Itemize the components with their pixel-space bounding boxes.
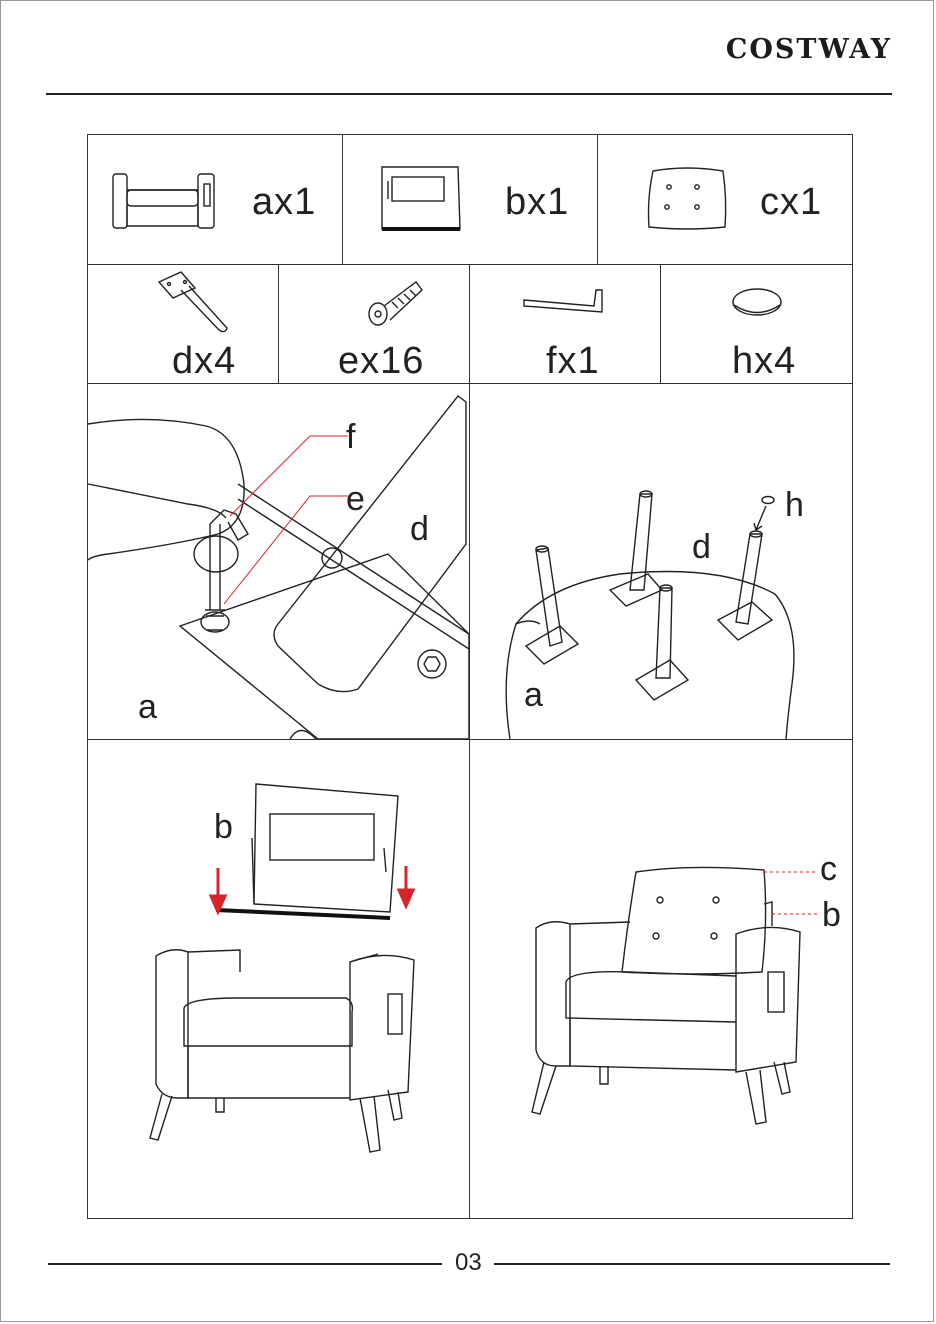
step3-illustration xyxy=(88,740,469,1218)
step4-label-c: c xyxy=(820,850,837,889)
step2-label-d: d xyxy=(692,528,711,567)
part-label-f: fx1 xyxy=(546,340,600,383)
foot-pad-icon xyxy=(730,286,784,320)
seat-frame-icon xyxy=(110,168,220,232)
part-label-e: ex16 xyxy=(338,340,424,383)
step1-label-d: d xyxy=(410,510,429,549)
part-label-a: ax1 xyxy=(252,181,316,224)
step3-label-b: b xyxy=(214,808,233,847)
footer-rule-right xyxy=(494,1263,890,1265)
part-label-h: hx4 xyxy=(732,340,796,383)
bolt-icon xyxy=(366,276,426,328)
leg-icon xyxy=(155,270,233,336)
part-label-c: cx1 xyxy=(760,181,822,224)
allen-key-icon xyxy=(522,286,608,316)
step2-label-a: a xyxy=(524,676,543,715)
header-rule xyxy=(46,93,892,95)
brand-logo: COSTWAY xyxy=(726,34,892,65)
step4-illustration xyxy=(470,740,852,1218)
step1-label-f: f xyxy=(346,418,355,457)
part-label-b: bx1 xyxy=(505,181,569,224)
step4-label-b: b xyxy=(822,896,841,935)
footer-rule-left xyxy=(48,1263,442,1265)
page-number: 03 xyxy=(455,1249,482,1277)
step1-label-e: e xyxy=(346,480,365,519)
step1-illustration xyxy=(88,384,469,739)
step2-label-h: h xyxy=(785,486,804,525)
step1-label-a: a xyxy=(138,688,157,727)
part-label-d: dx4 xyxy=(172,340,236,383)
backrest-icon xyxy=(378,163,464,235)
cushion-icon xyxy=(645,165,729,233)
